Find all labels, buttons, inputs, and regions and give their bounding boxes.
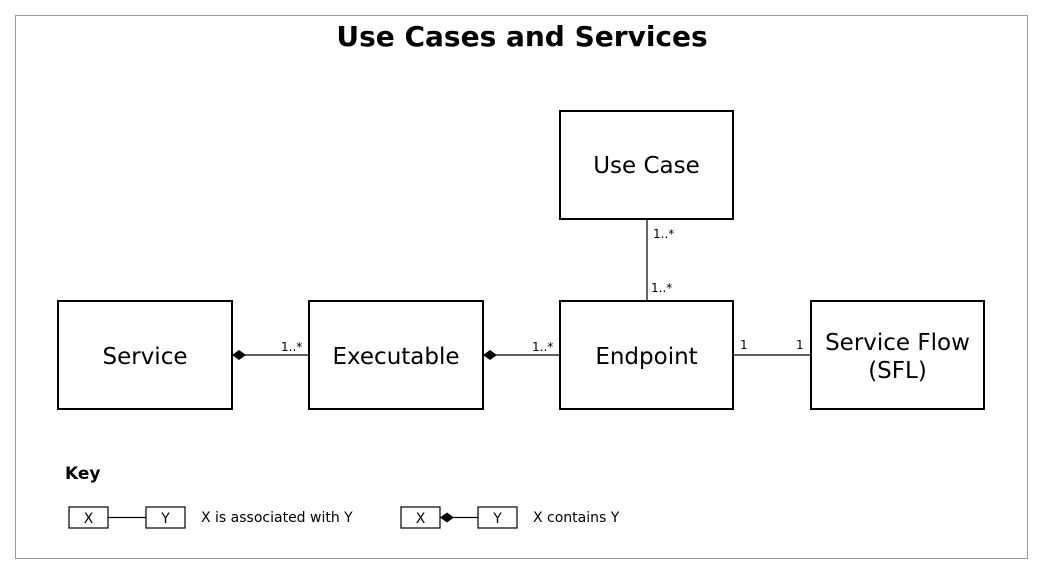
node-endpoint-box — [559, 300, 734, 410]
legend-assoc-y-box — [145, 506, 186, 529]
composition-diamond-executable — [483, 350, 497, 360]
legend-assoc-text: X is associated with Y — [201, 510, 353, 526]
node-service-flow: Service Flow (SFL) — [810, 300, 985, 410]
mult-usecase-source: 1..* — [653, 227, 674, 241]
node-service-box — [57, 300, 233, 410]
legend-assoc-x-label: X — [84, 511, 94, 527]
mult-endpoint-sfl-target: 1 — [796, 338, 804, 352]
legend-comp-diamond — [440, 512, 454, 523]
diagram-frame — [15, 15, 1028, 559]
node-service-flow-box — [810, 300, 985, 410]
legend-title: Key — [65, 464, 101, 484]
composition-diamond-service — [232, 350, 246, 360]
node-service: Service — [57, 300, 233, 410]
node-endpoint: Endpoint — [559, 300, 734, 410]
mult-endpoint: 1..* — [532, 340, 553, 354]
mult-executable: 1..* — [281, 340, 302, 354]
legend-comp-x-label: X — [416, 511, 426, 527]
node-executable-box — [308, 300, 484, 410]
mult-endpoint-target: 1..* — [651, 281, 672, 295]
diagram-title: Use Cases and Services — [336, 20, 707, 53]
legend-comp-y-box — [477, 506, 518, 529]
node-endpoint-label: Endpoint — [595, 344, 697, 370]
node-use-case-box — [559, 110, 734, 220]
legend-composition: X Y X contains Y — [400, 506, 620, 529]
node-service-label: Service — [102, 344, 187, 370]
legend-assoc-y-label: Y — [160, 511, 170, 527]
node-service-flow-label-line2: (SFL) — [868, 358, 927, 384]
node-use-case-label: Use Case — [593, 153, 700, 179]
node-executable-label: Executable — [332, 344, 459, 370]
legend-association: X Y X is associated with Y — [68, 506, 353, 529]
legend-comp-y-label: Y — [492, 511, 502, 527]
node-service-flow-label-line1: Service Flow — [825, 330, 970, 356]
legend: Key X Y X is associated with Y X Y X con… — [65, 464, 620, 529]
node-use-case: Use Case — [559, 110, 734, 220]
node-executable: Executable — [308, 300, 484, 410]
legend-comp-text: X contains Y — [533, 510, 620, 526]
mult-endpoint-sfl-source: 1 — [740, 338, 748, 352]
